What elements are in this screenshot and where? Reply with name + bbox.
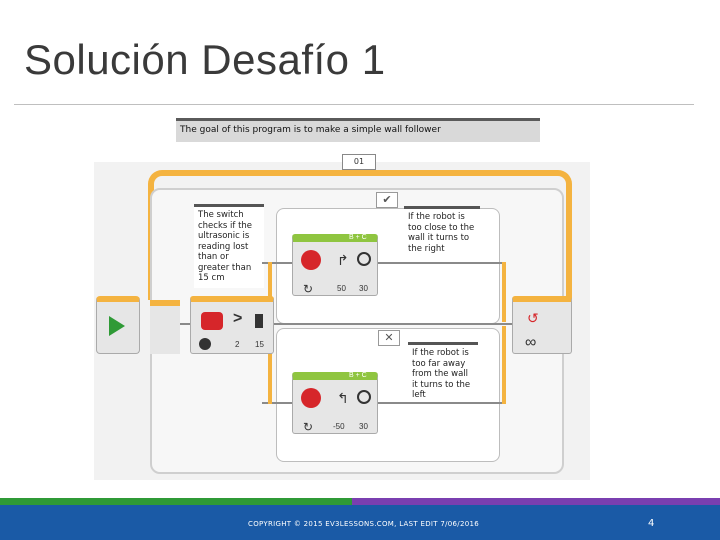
case-branch xyxy=(268,326,272,404)
start-block[interactable] xyxy=(96,296,140,354)
infinity-icon: ∞ xyxy=(525,334,537,351)
footer-copyright: COPYRIGHT © 2015 EV3LESSONS.COM, LAST ED… xyxy=(248,520,479,528)
true-case-comment[interactable]: If the robot is too close to the wall it… xyxy=(404,206,480,258)
sequence-wire xyxy=(262,262,502,264)
switch-comment[interactable]: The switch checks if the ultrasonic is r… xyxy=(194,204,264,288)
false-case-tab[interactable]: ✕ xyxy=(378,330,400,346)
loop-end-block[interactable]: ↺ ∞ xyxy=(512,296,572,354)
comment-line: too far away xyxy=(412,358,466,369)
loop-start-block[interactable] xyxy=(150,300,180,354)
case-branch xyxy=(502,262,506,322)
steering-wheel-icon xyxy=(301,388,321,408)
comment-line: too close to the xyxy=(408,222,475,233)
move-steering-block-bottom[interactable]: B + C ↰ ↻ -50 30 xyxy=(292,372,378,434)
port-indicator xyxy=(199,338,211,350)
comment-line: the right xyxy=(408,243,445,254)
power-value[interactable]: 30 xyxy=(359,284,368,293)
comment-line: left xyxy=(412,390,426,400)
comment-line: The switch xyxy=(198,210,244,220)
steering-value[interactable]: -50 xyxy=(333,422,345,431)
comment-line: than or xyxy=(198,252,229,262)
motor-ports[interactable]: B + C xyxy=(349,234,367,241)
threshold-value[interactable]: 15 xyxy=(255,340,264,349)
comment-line: 15 cm xyxy=(198,273,225,283)
slide-title: Solución Desafío 1 xyxy=(24,36,386,83)
sequence-wire xyxy=(152,323,570,325)
comment-line: If the robot is xyxy=(412,348,469,358)
footer-band-green xyxy=(0,498,352,505)
loop-icon: ↺ xyxy=(527,310,539,326)
sensor-port[interactable]: 2 xyxy=(235,340,240,349)
ultrasonic-sensor-icon xyxy=(201,312,223,330)
power-icon xyxy=(357,252,371,266)
threshold-icon xyxy=(255,314,263,328)
comment-line: If the robot is xyxy=(408,212,465,222)
page-number: 4 xyxy=(648,518,655,529)
check-icon: ✔ xyxy=(382,194,392,206)
mode-icon: ↻ xyxy=(303,420,314,434)
turn-left-icon: ↰ xyxy=(337,390,349,406)
sequence-wire xyxy=(262,402,502,404)
comment-line: greater than xyxy=(198,262,252,273)
power-value[interactable]: 30 xyxy=(359,422,368,431)
steering-value[interactable]: 50 xyxy=(337,284,346,293)
play-icon xyxy=(109,316,125,336)
turn-right-icon: ↱ xyxy=(337,252,349,268)
close-icon: ✕ xyxy=(384,332,394,344)
switch-block[interactable]: > 2 15 xyxy=(190,296,274,354)
comment-line: wall it turns to xyxy=(408,233,470,243)
motor-ports[interactable]: B + C xyxy=(349,372,367,379)
comment-line: it turns to the xyxy=(412,379,471,390)
comment-line: checks if the xyxy=(198,220,253,231)
true-case-tab[interactable]: ✔ xyxy=(376,192,398,208)
power-icon xyxy=(357,390,371,404)
false-case-comment[interactable]: If the robot is too far away from the wa… xyxy=(408,342,478,400)
comment-line: from the wall xyxy=(412,369,469,379)
comment-line: ultrasonic is xyxy=(198,231,250,241)
footer-band-purple xyxy=(352,498,720,505)
mode-icon: ↻ xyxy=(303,282,314,296)
goal-comment[interactable]: The goal of this program is to make a si… xyxy=(176,118,540,142)
comment-line: reading lost xyxy=(198,241,249,252)
case-branch xyxy=(268,262,272,322)
case-branch xyxy=(502,326,506,404)
footer-bar xyxy=(0,505,720,540)
steering-wheel-icon xyxy=(301,250,321,270)
loop-label[interactable]: 01 xyxy=(342,154,376,170)
title-divider xyxy=(14,104,694,105)
move-steering-block-top[interactable]: B + C ↱ ↻ 50 30 xyxy=(292,234,378,296)
compare-operator: > xyxy=(233,310,243,327)
